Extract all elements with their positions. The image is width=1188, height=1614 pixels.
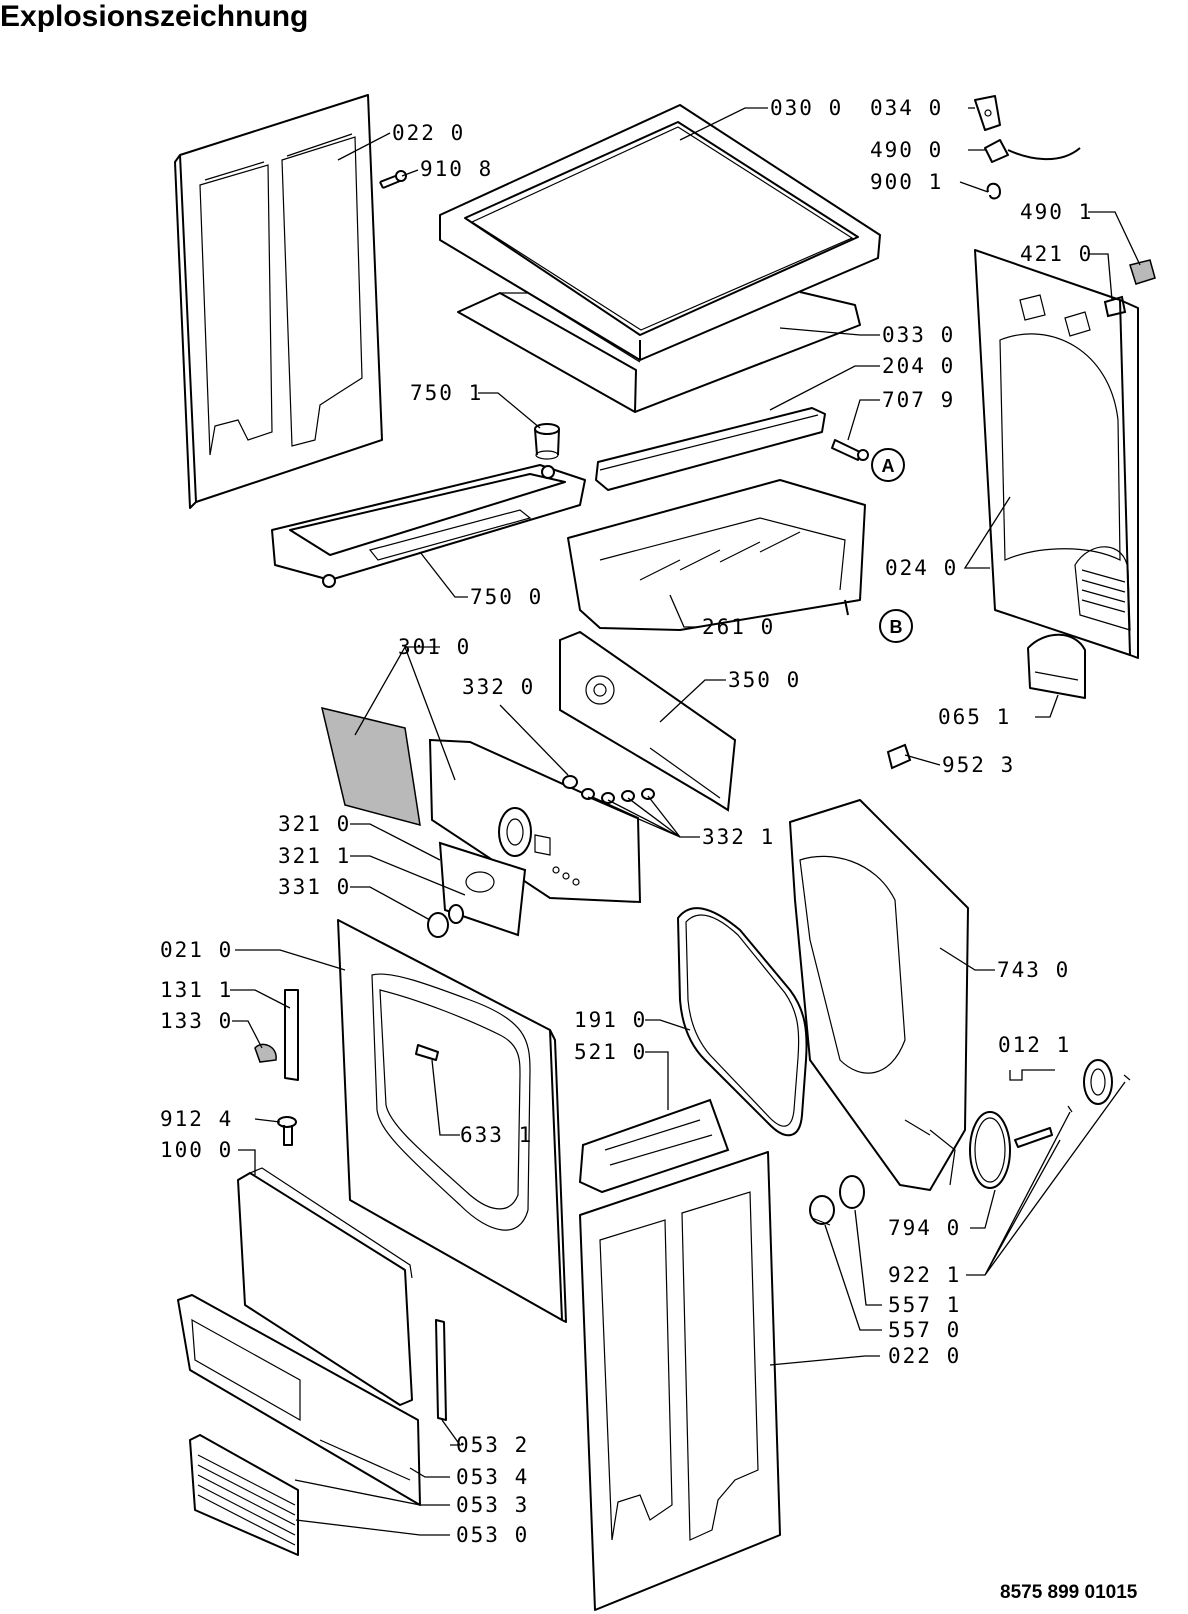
part-label: 952 3 bbox=[942, 753, 1015, 777]
control-panel-housing bbox=[320, 706, 642, 904]
part-label: 743 0 bbox=[997, 958, 1070, 982]
part-label: 350 0 bbox=[728, 668, 801, 692]
part-label: 321 0 bbox=[278, 812, 351, 836]
part-label: 012 1 bbox=[998, 1033, 1071, 1057]
screw-912-4 bbox=[277, 1116, 297, 1146]
part-label: 490 0 bbox=[870, 138, 943, 162]
part-label: 030 0 bbox=[770, 96, 843, 120]
part-label: 750 0 bbox=[470, 585, 543, 609]
program-ring bbox=[427, 841, 527, 938]
bearing-shield bbox=[789, 799, 969, 1191]
part-label: 707 9 bbox=[882, 388, 955, 412]
module-521 bbox=[578, 1098, 730, 1194]
part-label: 022 0 bbox=[392, 121, 465, 145]
part-label: 922 1 bbox=[888, 1263, 961, 1287]
part-557-0 bbox=[809, 1195, 835, 1226]
part-label: 633 1 bbox=[460, 1123, 533, 1147]
part-label: 033 0 bbox=[882, 323, 955, 347]
svg-text:A: A bbox=[882, 456, 895, 476]
part-label: 191 0 bbox=[574, 1008, 647, 1032]
part-label: 421 0 bbox=[1020, 242, 1093, 266]
part-label: 053 3 bbox=[456, 1493, 529, 1517]
part-label: 332 1 bbox=[702, 825, 775, 849]
rear-panel bbox=[974, 249, 1139, 659]
part-labels: 022 0 910 8 030 0 034 0 490 0 900 1 490 … bbox=[160, 96, 1093, 1547]
part-label: 053 4 bbox=[456, 1465, 529, 1489]
part-label: 204 0 bbox=[882, 354, 955, 378]
svg-text:B: B bbox=[890, 617, 903, 637]
part-label: 490 1 bbox=[1020, 200, 1093, 224]
knobs-332 bbox=[562, 775, 655, 804]
side-panel-left bbox=[174, 94, 383, 509]
small-parts-front bbox=[435, 743, 912, 1421]
side-panel-right bbox=[579, 1151, 781, 1611]
top-cover bbox=[439, 104, 881, 361]
water-container-housing bbox=[271, 464, 586, 588]
bushing-750-1 bbox=[534, 423, 560, 460]
part-label: 912 4 bbox=[160, 1107, 233, 1131]
kickplate bbox=[177, 1294, 421, 1556]
part-label: 332 0 bbox=[462, 675, 535, 699]
cover-065 bbox=[1027, 633, 1086, 699]
part-label: 024 0 bbox=[885, 556, 958, 580]
part-label: 794 0 bbox=[888, 1216, 961, 1240]
seal-strip bbox=[595, 407, 826, 491]
part-label: 131 1 bbox=[160, 978, 233, 1002]
part-label: 065 1 bbox=[938, 705, 1011, 729]
part-label: 301 0 bbox=[398, 635, 471, 659]
part-label: 910 8 bbox=[420, 157, 493, 181]
part-label: 053 0 bbox=[456, 1523, 529, 1547]
parts-drawing bbox=[174, 94, 1156, 1611]
marker-b: B bbox=[879, 609, 913, 643]
part-label: 100 0 bbox=[160, 1138, 233, 1162]
part-label: 321 1 bbox=[278, 844, 351, 868]
part-label: 133 0 bbox=[160, 1009, 233, 1033]
part-label: 521 0 bbox=[574, 1040, 647, 1064]
page-title: Explosionszeichnung bbox=[0, 0, 309, 33]
ring-794 bbox=[969, 1111, 1011, 1189]
part-label: 557 1 bbox=[888, 1293, 961, 1317]
part-label: 557 0 bbox=[888, 1318, 961, 1342]
part-label: 053 2 bbox=[456, 1433, 529, 1457]
electronic-board bbox=[559, 630, 737, 812]
part-label: 034 0 bbox=[870, 96, 943, 120]
seal-ring-557-1 bbox=[839, 1175, 865, 1209]
part-label: 021 0 bbox=[160, 938, 233, 962]
screw-910-8 bbox=[379, 170, 407, 189]
front-panel bbox=[337, 919, 567, 1323]
document-number: 8575 899 01015 bbox=[1000, 1582, 1138, 1603]
part-label: 022 0 bbox=[888, 1344, 961, 1368]
part-label: 900 1 bbox=[870, 170, 943, 194]
drawer-261 bbox=[567, 479, 866, 631]
door bbox=[237, 1167, 413, 1406]
marker-a: A bbox=[871, 448, 905, 482]
part-label: 261 0 bbox=[702, 615, 775, 639]
part-012-1 bbox=[1014, 1059, 1131, 1148]
door-hinge bbox=[254, 989, 299, 1081]
part-label: 750 1 bbox=[410, 381, 483, 405]
part-label: 331 0 bbox=[278, 875, 351, 899]
top-panel-033 bbox=[457, 291, 861, 413]
hose-707-9 bbox=[831, 439, 869, 461]
door-seal bbox=[677, 907, 808, 1137]
leader-lines bbox=[230, 107, 1141, 1536]
